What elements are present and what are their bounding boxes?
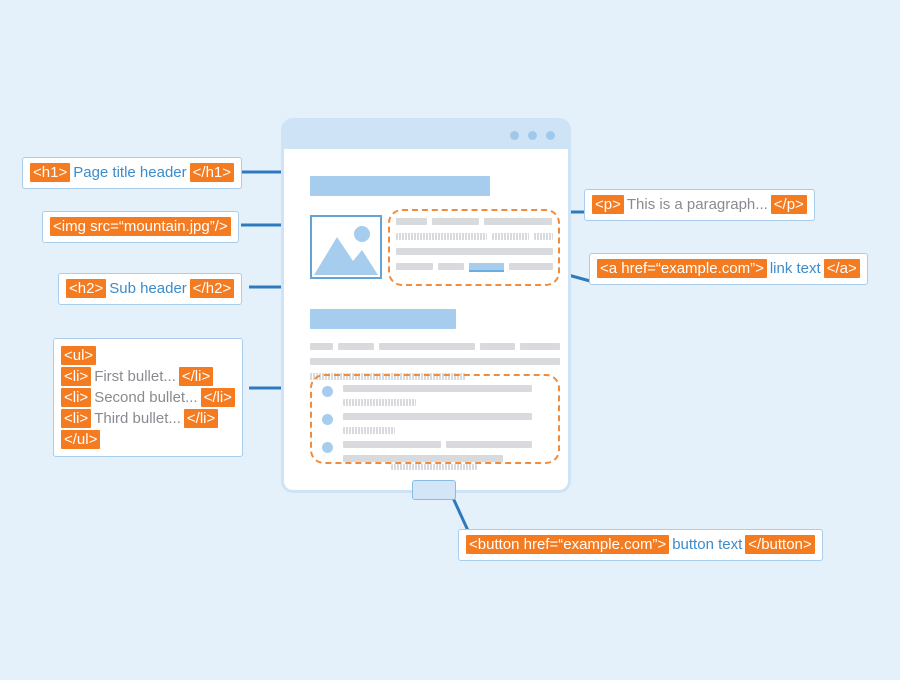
label-img: <img src=“mountain.jpg”/> bbox=[42, 211, 239, 243]
h1-close-tag: </h1> bbox=[189, 163, 235, 182]
li-1-content: First bullet... bbox=[94, 368, 176, 385]
a-open-tag: <a href=“example.com”> bbox=[597, 259, 767, 278]
browser-titlebar bbox=[284, 121, 568, 149]
p-close-tag: </p> bbox=[770, 195, 807, 214]
mock-bullet-list bbox=[322, 385, 550, 469]
ul-open-tag: <ul> bbox=[61, 346, 97, 365]
p-content: This is a paragraph... bbox=[626, 196, 768, 213]
h2-close-tag: </h2> bbox=[189, 279, 235, 298]
window-dot-1-icon bbox=[510, 130, 519, 140]
mock-h2-bar bbox=[310, 309, 456, 329]
li-3-content: Third bullet... bbox=[94, 410, 181, 427]
mock-paragraph-lines bbox=[396, 218, 553, 280]
li-3-close-tag: </li> bbox=[183, 409, 219, 428]
li-row-3: <li>Third bullet...</li> bbox=[61, 408, 235, 429]
window-dot-3-icon bbox=[546, 130, 555, 140]
label-button: <button href=“example.com”>button text</… bbox=[458, 529, 823, 561]
mock-link-bar[interactable] bbox=[468, 263, 504, 272]
label-h2: <h2>Sub header</h2> bbox=[58, 273, 243, 305]
li-row-1: <li>First bullet...</li> bbox=[61, 366, 235, 387]
mock-caption-bar bbox=[391, 464, 477, 470]
h1-content: Page title header bbox=[73, 164, 187, 181]
li-2-open-tag: <li> bbox=[61, 388, 92, 407]
button-close-tag: </button> bbox=[745, 535, 815, 554]
li-1-close-tag: </li> bbox=[178, 367, 214, 386]
bullet-dot-icon bbox=[322, 442, 333, 453]
li-1-open-tag: <li> bbox=[61, 367, 92, 386]
a-content: link text bbox=[769, 260, 821, 277]
list-highlight-region bbox=[310, 374, 560, 464]
mock-button[interactable] bbox=[412, 480, 456, 500]
ul-close-row: </ul> bbox=[61, 429, 235, 450]
bullet-dot-icon bbox=[322, 386, 333, 397]
p-open-tag: <p> bbox=[592, 195, 624, 214]
browser-mockup bbox=[281, 118, 571, 500]
h1-open-tag: <h1> bbox=[30, 163, 71, 182]
bullet-dot-icon bbox=[322, 414, 333, 425]
h2-content: Sub header bbox=[109, 280, 187, 297]
mock-h1-bar bbox=[310, 176, 490, 196]
mock-image-placeholder bbox=[310, 215, 382, 279]
browser-page-content bbox=[284, 149, 568, 500]
label-ul: <ul> <li>First bullet...</li> <li>Second… bbox=[53, 338, 243, 457]
mock-bullet-item bbox=[322, 385, 550, 406]
label-h1: <h1>Page title header</h1> bbox=[22, 157, 243, 189]
ul-open-row: <ul> bbox=[61, 345, 235, 366]
h2-open-tag: <h2> bbox=[66, 279, 107, 298]
a-close-tag: </a> bbox=[823, 259, 860, 278]
mock-body-lines bbox=[310, 343, 560, 388]
img-tag: <img src=“mountain.jpg”/> bbox=[50, 217, 231, 236]
li-3-open-tag: <li> bbox=[61, 409, 92, 428]
li-2-content: Second bullet... bbox=[94, 389, 198, 406]
mock-bullet-item bbox=[322, 413, 550, 434]
button-open-tag: <button href=“example.com”> bbox=[466, 535, 670, 554]
mock-bullet-item bbox=[322, 441, 550, 462]
label-a: <a href=“example.com”>link text</a> bbox=[589, 253, 868, 285]
paragraph-highlight-region bbox=[388, 209, 560, 286]
button-content: button text bbox=[672, 536, 743, 553]
li-row-2: <li>Second bullet...</li> bbox=[61, 387, 235, 408]
ul-close-tag: </ul> bbox=[61, 430, 101, 449]
label-p: <p>This is a paragraph...</p> bbox=[584, 189, 815, 221]
window-dot-2-icon bbox=[528, 130, 537, 140]
li-2-close-tag: </li> bbox=[200, 388, 235, 407]
image-mountain-icon bbox=[314, 226, 378, 275]
